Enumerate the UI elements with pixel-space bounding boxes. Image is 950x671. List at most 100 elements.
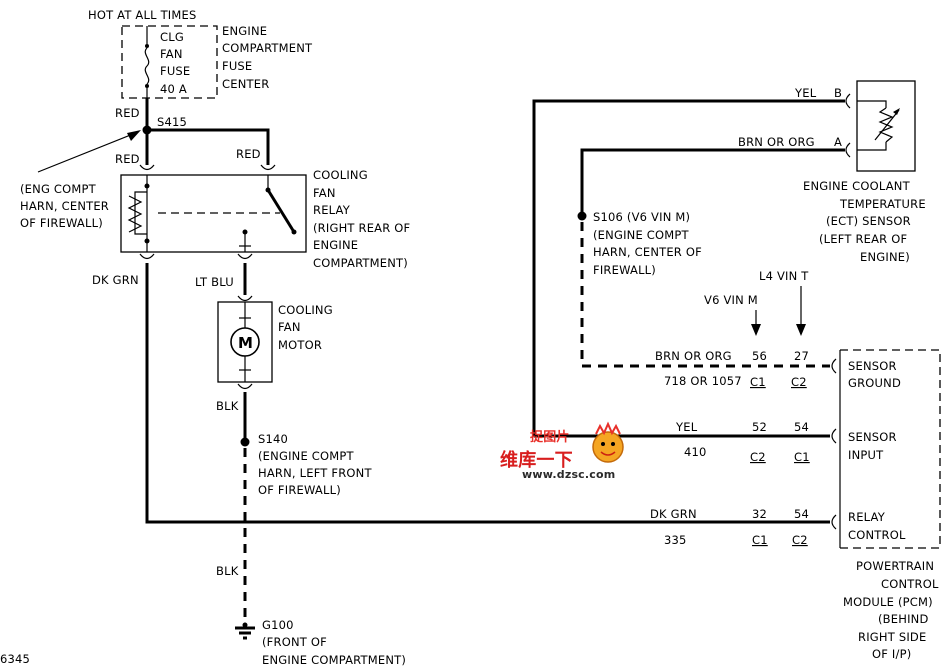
pcm-row1-label-2: GROUND [848,376,901,390]
pcm-label-line-1: POWERTRAIN [856,559,934,573]
pcm-row1-v6-conn: C1 [750,375,766,389]
motor-label-line-2: FAN [278,320,301,334]
wire-label-brn-org-mid: BRN OR ORG [655,349,732,363]
splice-s140-line-1: S140 [258,432,288,446]
pcm-row2-l4-conn: C1 [794,450,810,464]
pcm-row3-v6-conn: C1 [752,533,768,547]
motor-symbol: M [238,334,253,352]
fuse-line-2: FAN [160,47,183,61]
relay-label-line-2: FAN [313,186,336,200]
harness-note-line-2: HARN, CENTER [20,199,109,213]
splice-s106-dot [577,211,587,221]
pcm-row2-v6-pin: 52 [752,420,767,434]
ground-label-line-2: (FRONT OF [262,635,327,649]
watermark-url: www.dzsc.com [522,468,615,481]
wire-label-brn-org-top: BRN OR ORG [738,135,815,149]
harness-pointer-arrow [37,131,139,173]
relay-coil-icon [134,191,147,235]
ect-pin-a: A [834,135,842,149]
watermark-cn: 维库一下 [500,449,573,471]
splice-s140-dot [240,437,250,447]
wire-label-blk-1: BLK [216,399,239,413]
watermark-mascot-icon [592,431,624,463]
fuse-center-line-1: ENGINE [222,24,267,38]
pcm-label-line-3: MODULE (PCM) [843,595,933,609]
pcm-label-line-5: RIGHT SIDE [858,630,926,644]
pcm-row2-v6-conn: C2 [750,450,766,464]
fuse-line-3: FUSE [160,64,190,78]
figure-number: 6345 [0,652,30,666]
ect-label-line-2: TEMPERATURE [839,197,926,211]
splice-s140-line-3: HARN, LEFT FRONT [258,466,372,480]
pcm-row2-label-1: SENSOR [848,430,897,444]
motor-label-line-1: COOLING [278,303,333,317]
pcm-row3-label-1: RELAY [848,510,886,524]
wire-label-red-3: RED [236,147,261,161]
wire-label-dk-grn-bottom: DK GRN [650,507,697,521]
hot-at-all-times-label: HOT AT ALL TIMES [88,8,196,22]
pcm-row1-l4-pin: 27 [794,349,809,363]
pcm-row3-label-2: CONTROL [848,528,906,542]
fuse-center-line-2: COMPARTMENT [222,41,313,55]
splice-s106-line-4: FIREWALL) [593,263,656,277]
splice-s106-line-1: S106 (V6 VIN M) [593,210,690,224]
splice-s140-line-2: (ENGINE COMPT [258,449,355,463]
pcm-row3-l4-conn: C2 [792,533,808,547]
splice-s106-line-2: (ENGINE COMPT [593,228,690,242]
relay-switch-contact-icon [266,189,296,233]
pcm-row2-label-2: INPUT [848,448,884,462]
pcm-row2-l4-pin: 54 [794,420,809,434]
fuse-element-icon [144,47,150,85]
wire-label-red-1: RED [115,106,140,120]
ect-label-line-5: ENGINE) [860,250,910,264]
ect-label-line-1: ENGINE COOLANT [803,179,911,193]
ground-label-line-3: ENGINE COMPARTMENT) [262,653,406,667]
relay-label-line-6: COMPARTMENT) [313,256,408,270]
fuse-line-1: CLG [160,30,184,44]
splice-s415-label: S415 [157,115,187,129]
ect-label-line-4: (LEFT REAR OF [819,232,907,246]
wire-label-yel-mid: YEL [675,420,698,434]
pcm-row3-l4-pin: 54 [794,507,809,521]
pcm-label-line-2: CONTROL [881,577,939,591]
harness-note-line-1: (ENG COMPT [20,182,97,196]
wire-label-red-2: RED [115,152,140,166]
pcm-v6-header: V6 VIN M [704,293,758,307]
pcm-l4-header: L4 VIN T [759,269,809,283]
wire-label-blk-2: BLK [216,564,239,578]
relay-label-line-5: ENGINE [313,238,358,252]
relay-label-line-3: RELAY [313,203,351,217]
cooling-fan-relay-box [120,174,307,253]
pcm-label-line-6: OF I/P) [872,647,911,661]
watermark-logo: 捉图片 维库一下 www.dzsc.com [500,421,624,481]
watermark-cn-top: 捉图片 [530,429,570,445]
fuse-center-line-3: FUSE [222,59,252,73]
wire-label-circuit-335: 335 [664,533,687,547]
fuse-center-box [121,25,218,99]
wire-label-yel-top: YEL [794,86,817,100]
ect-label-line-3: (ECT) SENSOR [826,214,911,228]
relay-label-line-1: COOLING [313,168,368,182]
splice-s140-line-4: OF FIREWALL) [258,483,341,497]
pcm-row3-v6-pin: 32 [752,507,767,521]
wire-label-dk-grn-left: DK GRN [92,273,139,287]
fuse-center-line-4: CENTER [222,77,269,91]
relay-label-line-4: (RIGHT REAR OF [313,221,410,235]
ground-label-line-1: G100 [262,618,294,632]
thermistor-icon [878,107,894,143]
splice-s106-line-3: HARN, CENTER OF [593,245,702,259]
pcm-box [840,349,941,549]
wire-label-lt-blu: LT BLU [195,275,234,289]
motor-label-line-3: MOTOR [278,338,322,352]
wire-label-circuit-410: 410 [684,445,707,459]
pcm-row1-v6-pin: 56 [752,349,767,363]
pcm-row1-label-1: SENSOR [848,359,897,373]
ect-sensor-box [856,80,916,172]
wire-label-circuit-718: 718 OR 1057 [664,374,742,388]
fuse-line-4: 40 A [160,82,187,96]
pcm-row1-l4-conn: C2 [791,375,807,389]
pcm-label-line-4: (BEHIND [878,612,929,626]
harness-note-line-3: OF FIREWALL) [20,216,103,230]
ect-pin-b: B [834,86,842,100]
